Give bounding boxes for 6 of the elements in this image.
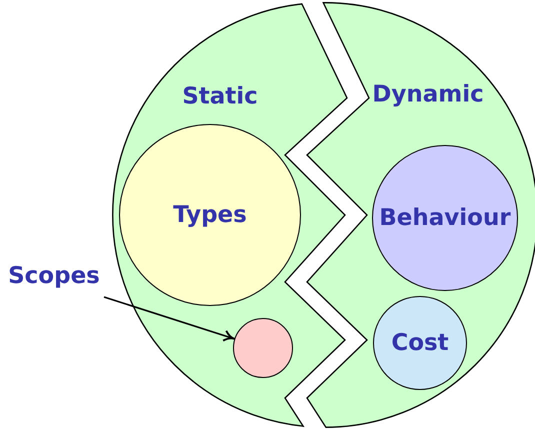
circle-label: Types <box>173 204 247 226</box>
region-title: Dynamic <box>372 84 484 106</box>
callout-text: Scopes <box>8 264 100 288</box>
region-title: Static <box>182 86 258 108</box>
circle-label: Behaviour <box>379 206 511 230</box>
circle-label: Cost <box>391 332 449 354</box>
